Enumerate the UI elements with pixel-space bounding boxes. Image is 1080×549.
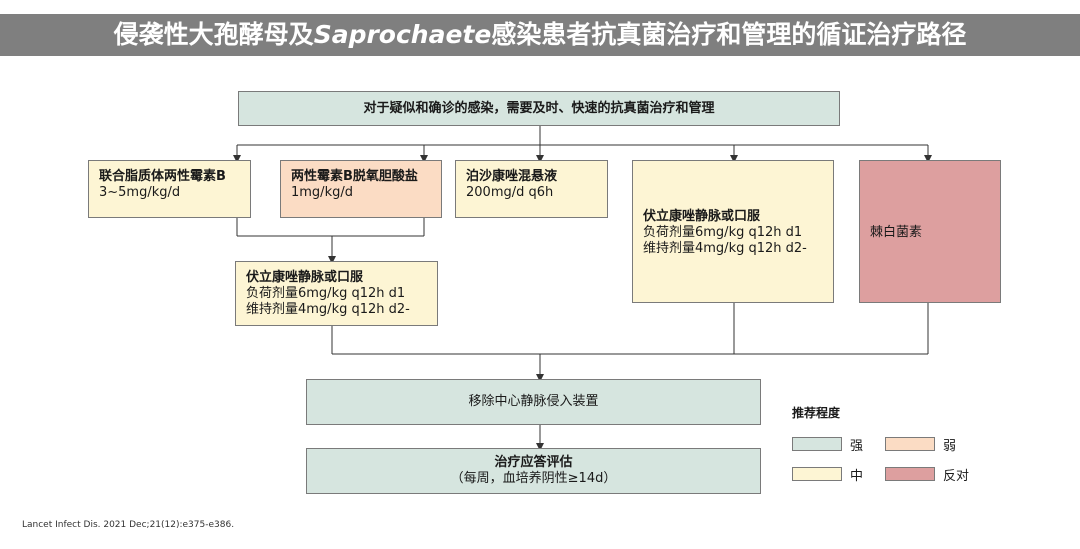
response-evaluation-title: 治疗应答评估 [494, 455, 573, 470]
liposomal-amphotericin-name: 联合脂质体两性霉素B [99, 169, 226, 184]
voriconazole-left-maintenance-dose: 维持剂量4mg/kg q12h d2- [246, 302, 410, 317]
legend-label-weak: 弱 [943, 439, 957, 454]
initial-treatment-box: 对于疑似和确诊的感染，需要及时、快速的抗真菌治疗和管理 [238, 91, 840, 126]
legend-swatch-strong [792, 437, 842, 451]
legend-swatch-against [885, 467, 935, 481]
voriconazole-right-name: 伏立康唑静脉或口服 [643, 209, 761, 224]
legend-title: 推荐程度 [792, 406, 841, 420]
remove-catheter-box: 移除中心静脉侵入装置 [306, 379, 761, 425]
response-evaluation-box: 治疗应答评估 （每周，血培养阴性≥14d） [306, 448, 761, 494]
voriconazole-right-maintenance-dose: 维持剂量4mg/kg q12h d2- [643, 241, 807, 256]
amphotericin-deoxycholate-name: 两性霉素B脱氧胆酸盐 [291, 169, 418, 184]
legend-label-moderate: 中 [850, 469, 864, 484]
echinocandin-name: 棘白菌素 [870, 225, 923, 240]
legend-swatch-moderate [792, 467, 842, 481]
legend-label-strong: 强 [850, 439, 864, 454]
response-evaluation-subtitle: （每周，血培养阴性≥14d） [450, 471, 617, 486]
liposomal-amphotericin-dose: 3~5mg/kg/d [99, 185, 181, 200]
citation: Lancet Infect Dis. 2021 Dec;21(12):e375-… [22, 520, 235, 530]
posaconazole-name: 泊沙康唑混悬液 [466, 169, 558, 184]
posaconazole-box: 泊沙康唑混悬液 200mg/d q6h [455, 160, 608, 218]
page-title: 侵袭性大孢酵母及Saprochaete感染患者抗真菌治疗和管理的循证治疗路径 [0, 14, 1080, 56]
voriconazole-left-name: 伏立康唑静脉或口服 [246, 270, 364, 285]
voriconazole-left-loading-dose: 负荷剂量6mg/kg q12h d1 [246, 286, 406, 301]
echinocandin-box: 棘白菌素 [859, 160, 1001, 303]
legend-swatch-weak [885, 437, 935, 451]
voriconazole-right-box: 伏立康唑静脉或口服 负荷剂量6mg/kg q12h d1 维持剂量4mg/kg … [632, 160, 834, 303]
voriconazole-right-loading-dose: 负荷剂量6mg/kg q12h d1 [643, 225, 803, 240]
amphotericin-deoxycholate-box: 两性霉素B脱氧胆酸盐 1mg/kg/d [280, 160, 442, 218]
posaconazole-dose: 200mg/d q6h [466, 185, 554, 200]
amphotericin-deoxycholate-dose: 1mg/kg/d [291, 185, 353, 200]
liposomal-amphotericin-box: 联合脂质体两性霉素B 3~5mg/kg/d [88, 160, 251, 218]
voriconazole-left-box: 伏立康唑静脉或口服 负荷剂量6mg/kg q12h d1 维持剂量4mg/kg … [235, 261, 438, 326]
legend-label-against: 反对 [943, 469, 970, 484]
